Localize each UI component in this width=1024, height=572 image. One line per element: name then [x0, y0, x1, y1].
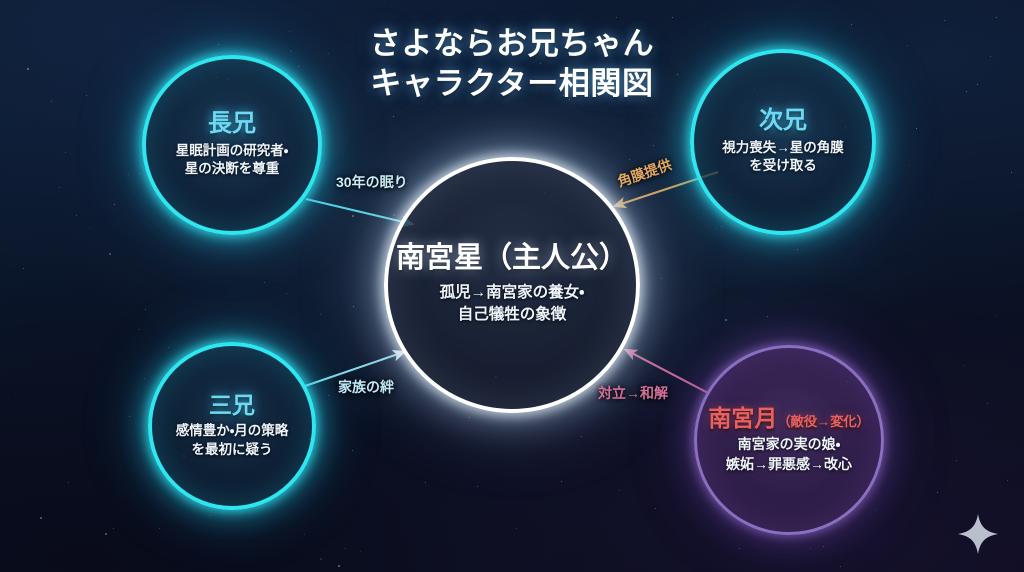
node-second-brother-description: 視力喪失→星の角膜 を受け取る [722, 139, 844, 176]
node-second-brother-desc-line-2: を受け取る [749, 158, 817, 174]
edge-label-eldest-to-center: 30年の眠り [336, 174, 408, 190]
node-nangong-yue-desc-line-2: 嫉妬→罪悪感→改心 [726, 455, 852, 472]
connector-eldest-to-center [305, 197, 415, 228]
node-nangong-yue[interactable]: 南宮月（敵役→変化） 南宮家の実の娘・ 嫉妬→罪悪感→改心 [694, 345, 884, 535]
node-eldest-brother-description: 星眠計画の研究者・ 星の決断を尊重 [176, 142, 289, 179]
node-third-brother[interactable]: 三兄 感情豊か・月の策略 を最初に疑う [148, 342, 316, 510]
node-third-brother-desc-line-1: 感情豊か・月の策略 [175, 423, 289, 439]
node-third-brother-description: 感情豊か・月の策略 を最初に疑う [176, 422, 289, 459]
node-second-brother-desc-line-1: 視力喪失→星の角膜 [722, 139, 844, 155]
connector-third-to-center [304, 349, 407, 387]
edge-label-yue-to-center: 対立→和解 [598, 385, 668, 401]
node-second-brother-title: 次兄 [759, 107, 807, 135]
edge-label-third-to-center: 家族の絆 [338, 379, 394, 395]
node-nangong-xing[interactable]: 南宮星（主人公） 孤児→南宮家の養女・ 自己犠牲の象徴 [384, 157, 640, 413]
node-nangong-yue-description: 南宮家の実の娘・ 嫉妬→罪悪感→改心 [726, 435, 852, 474]
node-eldest-brother[interactable]: 長兄 星眠計画の研究者・ 星の決断を尊重 [142, 55, 322, 235]
node-eldest-brother-title: 長兄 [208, 110, 256, 138]
node-eldest-brother-desc-line-1: 星眠計画の研究者・ [175, 142, 289, 158]
connector-yue-to-center [623, 348, 711, 395]
node-second-brother[interactable]: 次兄 視力喪失→星の角膜 を受け取る [690, 49, 876, 235]
node-nangong-xing-desc-line-1: 孤児→南宮家の養女・ [439, 283, 585, 301]
node-nangong-yue-desc-line-1: 南宮家の実の娘・ [737, 436, 841, 453]
node-nangong-yue-role-suffix: （敵役→変化） [777, 414, 870, 430]
node-nangong-xing-description: 孤児→南宮家の養女・ 自己犠牲の象徴 [440, 282, 585, 327]
node-nangong-yue-title: 南宮月（敵役→変化） [708, 405, 870, 432]
node-third-brother-desc-line-2: を最初に疑う [191, 441, 273, 457]
node-third-brother-title: 三兄 [209, 391, 255, 418]
node-nangong-yue-name: 南宮月 [708, 405, 778, 432]
node-eldest-brother-desc-line-2: 星の決断を尊重 [184, 161, 280, 177]
node-nangong-xing-title: 南宮星（主人公） [395, 242, 628, 275]
sparkle-icon [958, 514, 998, 554]
node-nangong-xing-desc-line-2: 自己犠牲の象徴 [457, 306, 567, 324]
